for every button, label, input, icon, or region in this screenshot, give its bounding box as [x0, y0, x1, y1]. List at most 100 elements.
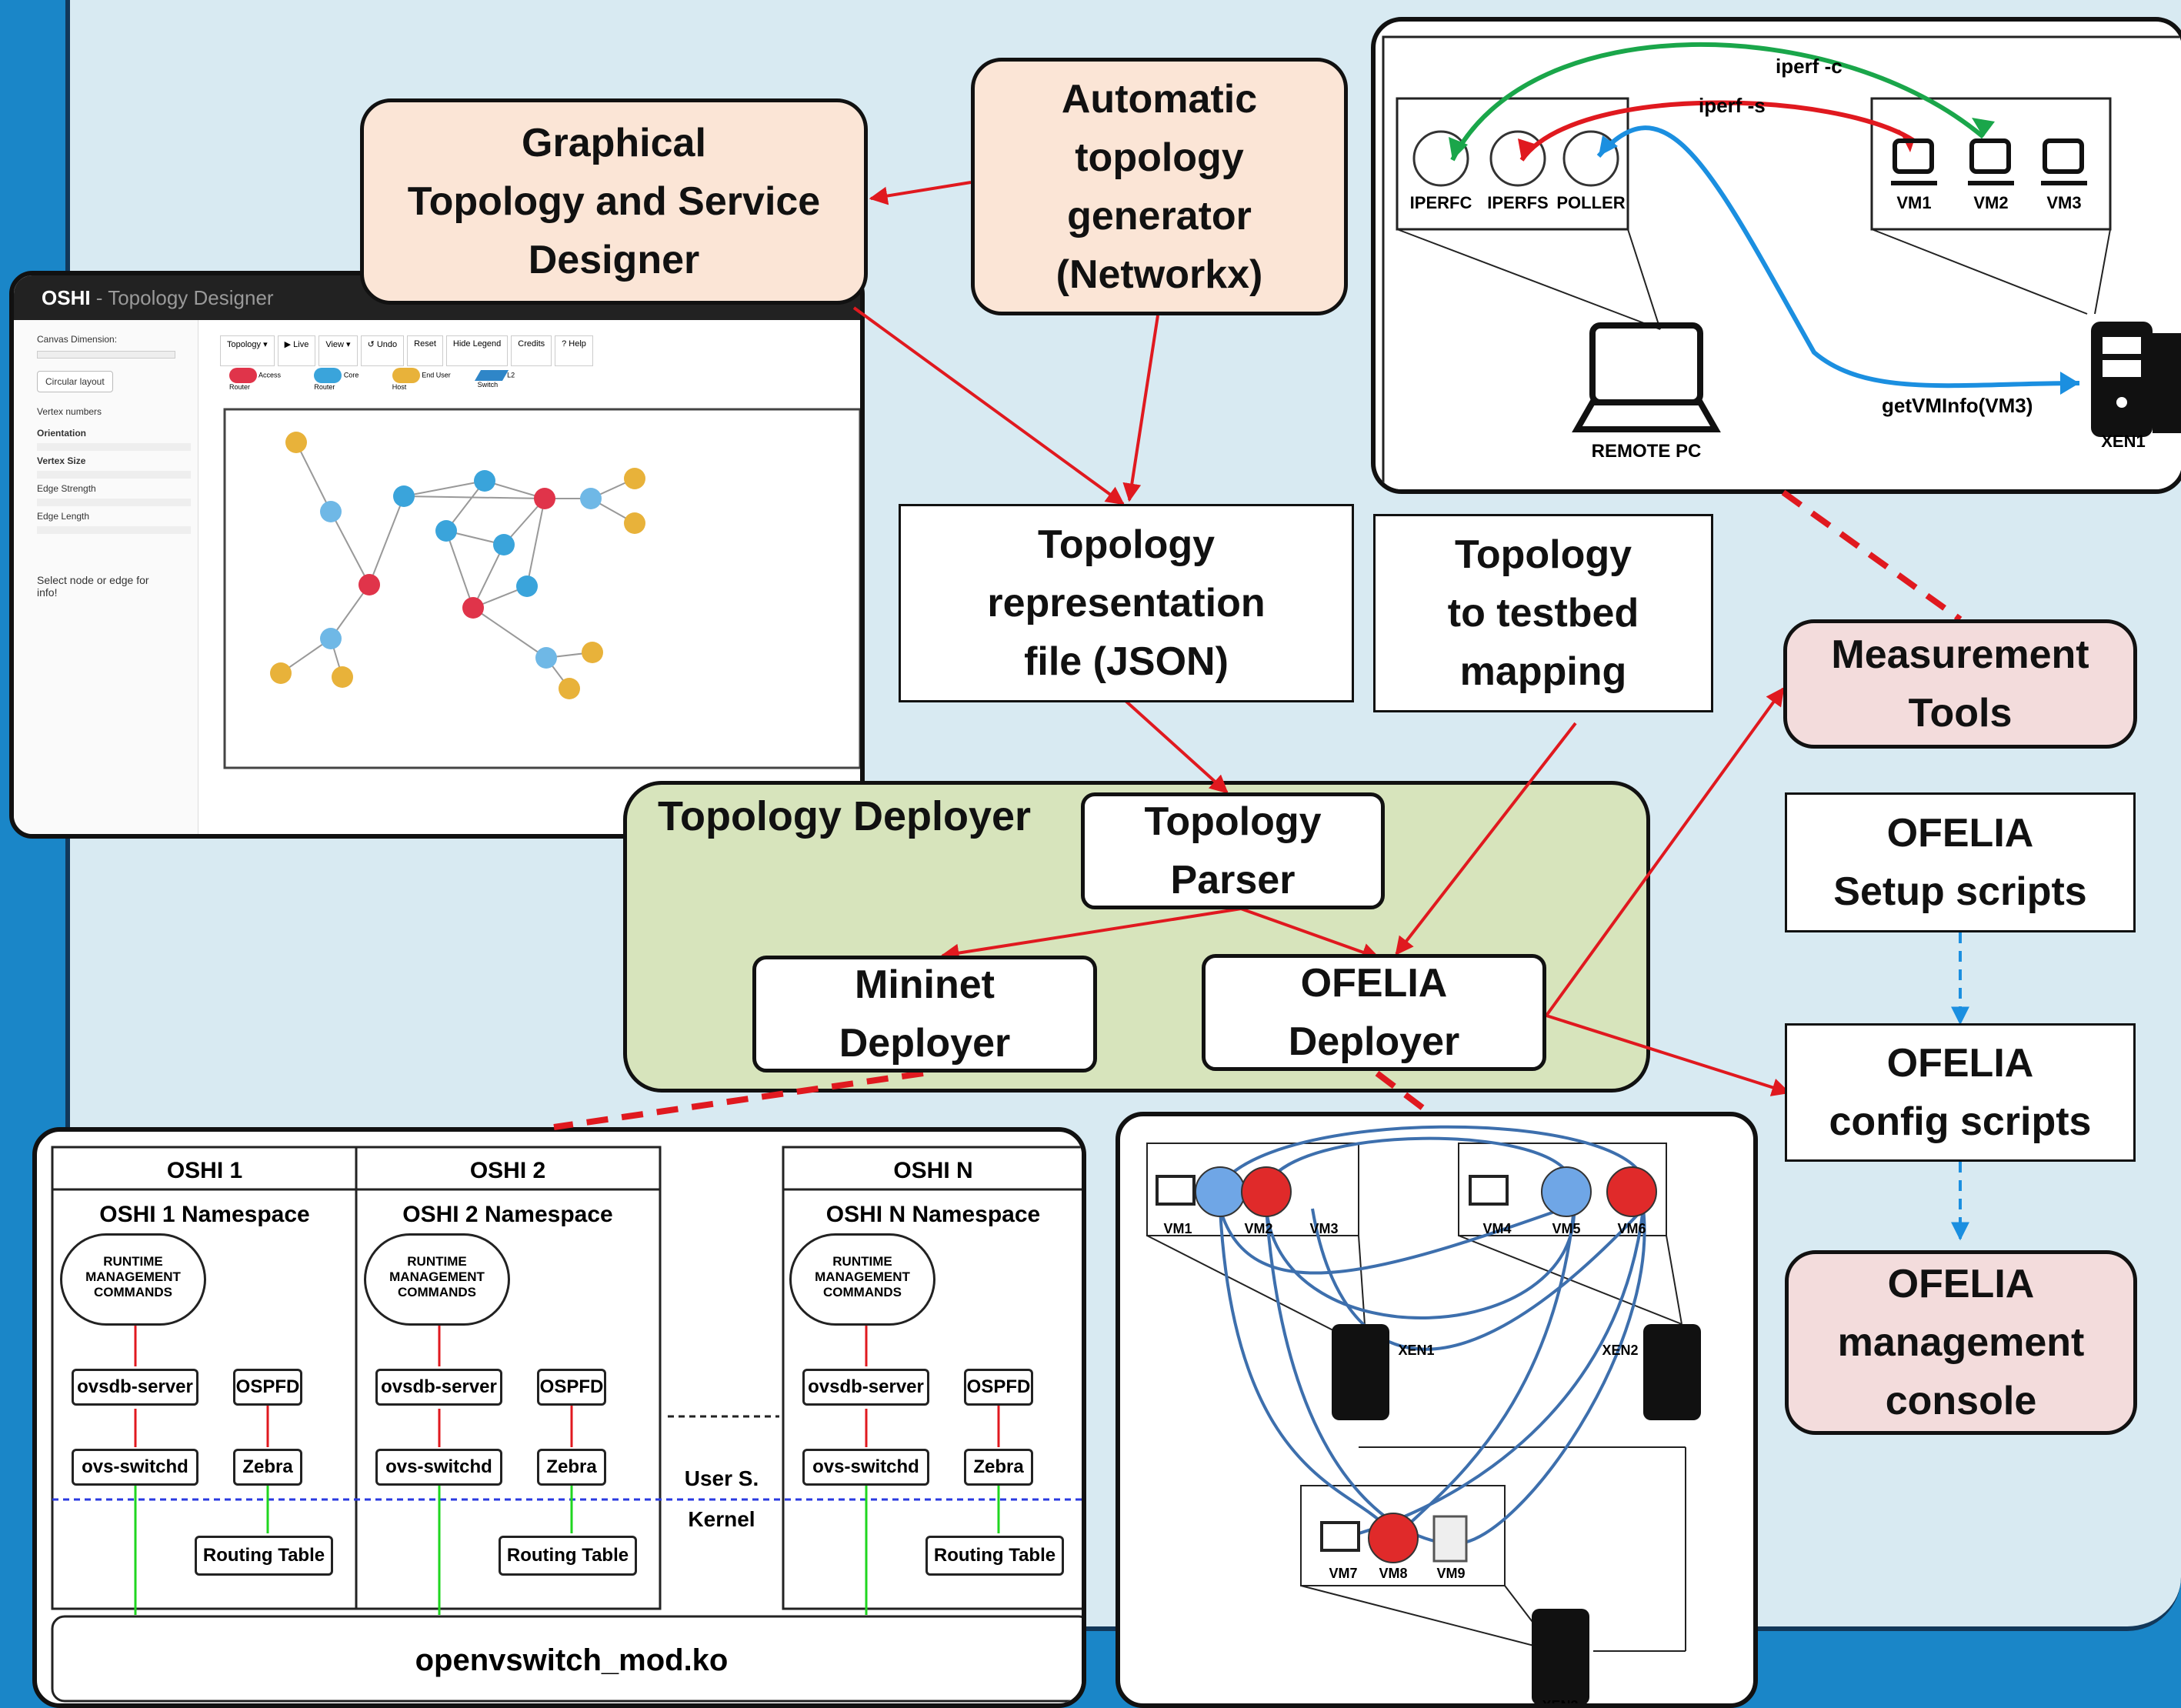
sidebar-select-hint-2: info!	[37, 586, 58, 599]
vm5-label: VM5	[1552, 1221, 1580, 1236]
toolbar-help[interactable]: ? Help	[555, 335, 593, 366]
ospfd: OSPFD	[233, 1369, 302, 1406]
runtime-line-3: COMMANDS	[398, 1285, 476, 1299]
testbed-diagram: VM1 VM2 VM3 VM4 VM5 VM6 VM7 VM8 VM9 XEN1…	[1146, 1125, 1701, 1708]
poller-arrow	[1596, 125, 2080, 389]
ovs-switchd: ovs-switchd	[375, 1449, 502, 1486]
mininet-deployer-box: Mininet Deployer	[752, 956, 1097, 1073]
ovsdb-server: ovsdb-server	[375, 1369, 502, 1406]
oshi1-namespace: OSHI 1 Namespace	[99, 1202, 309, 1227]
legend-access-router-label: Access Router	[229, 371, 282, 391]
designer-brand: OSHI	[42, 286, 91, 309]
oshi-diagram-panel: OSHI 1 OSHI 2 OSHI N OSHI 1 Namespace OS…	[32, 1127, 1086, 1708]
kernel-label: Kernel	[688, 1507, 755, 1531]
routing-table: Routing Table	[925, 1536, 1064, 1576]
ofelia-config-scripts-box: OFELIA config scripts	[1785, 1023, 2136, 1162]
routing-table: Routing Table	[499, 1536, 637, 1576]
ospfd: OSPFD	[964, 1369, 1033, 1406]
toolbar-topology[interactable]: Topology ▾	[220, 335, 275, 366]
legend-host-label: End User Host	[392, 371, 451, 391]
ovsdb-server: ovsdb-server	[802, 1369, 929, 1406]
routing-table: Routing Table	[195, 1536, 333, 1576]
topology-deployer-title: Topology Deployer	[658, 793, 1032, 839]
vm6-label: VM6	[1617, 1221, 1646, 1236]
oshin-namespace: OSHI N Namespace	[826, 1202, 1040, 1227]
runtime-line-1: RUNTIME	[832, 1254, 892, 1269]
ospfd: OSPFD	[537, 1369, 606, 1406]
node-poller: POLLER	[1556, 193, 1625, 212]
vertex-slider[interactable]	[37, 471, 191, 479]
topology-parser-box: Topology Parser	[1081, 792, 1385, 909]
poller-circles	[1412, 130, 1619, 187]
vm2-label: VM2	[1244, 1221, 1272, 1236]
topology-mapping-file: Topology to testbed mapping	[1373, 514, 1713, 712]
node-remote-pc: REMOTE PC	[1592, 441, 1702, 462]
iperf-s-arrow	[1519, 100, 1916, 162]
toolbar-hide-legend[interactable]: Hide Legend	[445, 335, 509, 366]
testbed-panel: VM1 VM2 VM3 VM4 VM5 VM6 VM7 VM8 VM9 XEN1…	[1116, 1112, 1758, 1708]
graphical-designer-box: Graphical Topology and Service Designer	[360, 98, 868, 305]
vm3-label: VM3	[1309, 1221, 1338, 1236]
sidebar-orientation: Orientation	[37, 428, 87, 439]
xen3-label: XEN3	[1542, 1698, 1578, 1708]
runtime-line-2: MANAGEMENT	[389, 1269, 485, 1284]
oshi-diagram: OSHI 1 OSHI 2 OSHI N OSHI 1 Namespace OS…	[51, 1146, 1082, 1703]
zebra: Zebra	[233, 1449, 302, 1486]
topology-json-file: Topology representation file (JSON)	[899, 504, 1354, 702]
label-iperf-c: iperf -c	[1776, 55, 1843, 78]
legend-access-router: Access Router	[229, 368, 303, 391]
sidebar-vertex-size: Vertex Size	[37, 455, 86, 466]
oshin-title: OSHI N	[893, 1158, 972, 1183]
graph-nodes	[270, 432, 645, 699]
user-space-label: User S.	[685, 1466, 759, 1490]
kernel-module: openvswitch_mod.ko	[415, 1643, 729, 1677]
edge-length-slider[interactable]	[37, 526, 191, 534]
toolbar-undo[interactable]: ↺ Undo	[360, 335, 405, 366]
node-iperfs: IPERFS	[1487, 193, 1548, 212]
measurement-diagram: iperf -c iperf -s getVMInfo(VM3) IPERFC …	[1382, 35, 2181, 489]
sidebar-edge-length: Edge Length	[37, 511, 90, 522]
ofelia-setup-scripts-box: OFELIA Setup scripts	[1785, 792, 2136, 932]
measurement-tools-box: Measurement Tools	[1783, 619, 2137, 749]
runtime-line-2: MANAGEMENT	[85, 1269, 181, 1284]
ovsdb-server: ovsdb-server	[72, 1369, 198, 1406]
vertex-numbers-checkbox[interactable]: Vertex numbers	[37, 406, 102, 417]
circular-layout-button[interactable]: Circular layout	[37, 371, 113, 392]
vm4-label: VM4	[1482, 1221, 1511, 1236]
testbed-hosts	[1156, 1166, 1657, 1563]
vm9-label: VM9	[1436, 1566, 1465, 1581]
canvas-slider[interactable]	[37, 351, 175, 359]
designer-toolbar: Topology ▾ ▶ Live View ▾ ↺ Undo Reset Hi…	[220, 335, 689, 366]
node-vm2: VM2	[1973, 193, 2008, 212]
orientation-slider[interactable]	[37, 443, 191, 451]
designer-legend: Access Router Core Router End User Host …	[229, 368, 537, 391]
ovs-switchd: ovs-switchd	[802, 1449, 929, 1486]
edge-strength-slider[interactable]	[37, 499, 191, 506]
oshi2-title: OSHI 2	[470, 1158, 545, 1183]
iperf-c-arrow	[1450, 42, 1985, 162]
xen1-label: XEN1	[1398, 1343, 1434, 1358]
legend-core-router-label: Core Router	[314, 371, 359, 391]
toolbar-reset[interactable]: Reset	[407, 335, 443, 366]
testbed-servers	[1332, 1324, 1701, 1703]
oshi2-namespace: OSHI 2 Namespace	[402, 1202, 612, 1227]
ofelia-console-box: OFELIA management console	[1785, 1250, 2137, 1435]
node-iperfc: IPERFC	[1410, 193, 1472, 212]
node-vm1: VM1	[1896, 193, 1931, 212]
node-vm3: VM3	[2046, 193, 2081, 212]
measurement-screenshot: iperf -c iperf -s getVMInfo(VM3) IPERFC …	[1371, 17, 2181, 494]
designer-screenshot: OSHI - Topology Designer Canvas Dimensio…	[9, 271, 865, 839]
toolbar-live[interactable]: ▶ Live	[277, 335, 316, 366]
toolbar-view[interactable]: View ▾	[318, 335, 358, 366]
designer-canvas[interactable]	[223, 408, 862, 769]
vm7-label: VM7	[1329, 1566, 1357, 1581]
xen1-icon	[2091, 322, 2181, 437]
toolbar-credits[interactable]: Credits	[511, 335, 552, 366]
node-xen1: XEN1	[2101, 432, 2145, 451]
sidebar-canvas-dimension: Canvas Dimension:	[37, 334, 118, 345]
xen2-label: XEN2	[1602, 1343, 1638, 1358]
automatic-generator-box: Automatic topology generator (Networkx)	[971, 58, 1348, 315]
